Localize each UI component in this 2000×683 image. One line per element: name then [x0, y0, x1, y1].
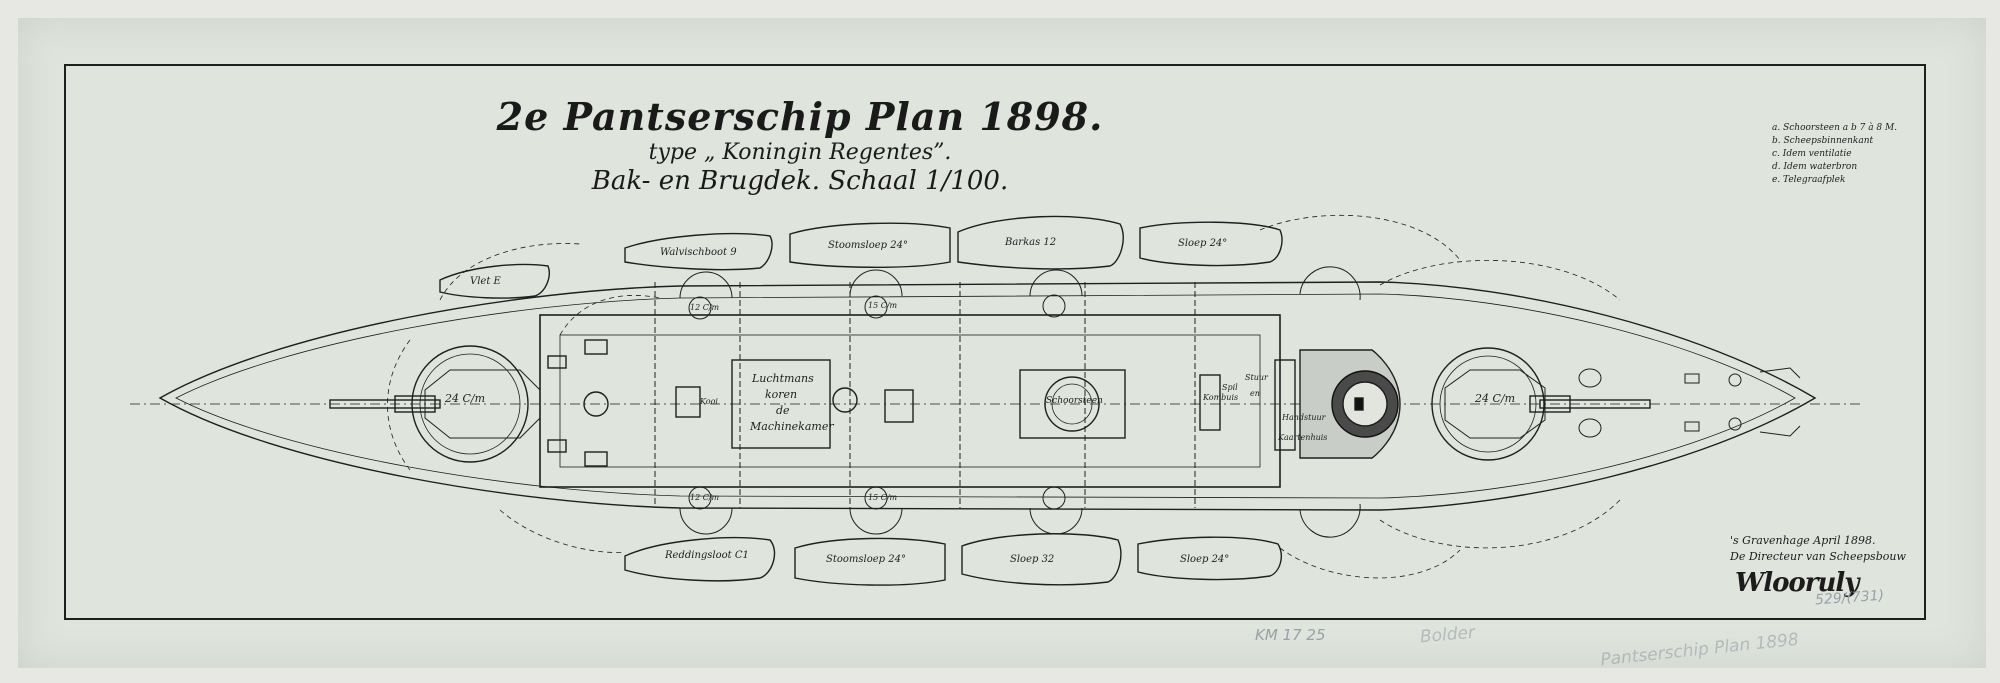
- label-turret-fwd: 24 C/m: [1474, 392, 1515, 405]
- fwd-turret-ring: [1431, 347, 1545, 461]
- hull-inner: [175, 293, 1796, 499]
- place-date: 's Gravenhage April 1898.: [1730, 534, 1876, 547]
- aft-turret-ring: [411, 345, 529, 463]
- label-boat-top-4: Sloep 24°: [1178, 238, 1227, 249]
- label-kaart: Kaartenhuis: [1277, 433, 1327, 442]
- funnel: [1044, 376, 1100, 432]
- label-boat-top-2: Stoomsloep 24°: [828, 240, 908, 251]
- label-boat-bottom-4: Sloep 24°: [1180, 554, 1229, 565]
- legend-item: e. Telegraafplek: [1772, 175, 1846, 185]
- label-boat-bottom-3: Sloep 32: [1010, 554, 1054, 565]
- label-boat-top-1: Walvischboot 9: [660, 247, 740, 258]
- boat-top-3: [957, 215, 1124, 270]
- label-lichtmans-2: koren: [765, 388, 797, 401]
- label-boat-vlet: Vlet E: [470, 276, 502, 287]
- deckhouse-inner: [559, 334, 1261, 468]
- label-kombuis: Kombuis: [1202, 393, 1238, 402]
- legend-item: c. Idem ventilatie: [1772, 149, 1852, 159]
- signature: Wlooruly: [1735, 568, 1859, 598]
- engine-room-hatch: [731, 359, 831, 449]
- label-stuur-1: Stuur: [1245, 373, 1269, 382]
- label-schoorsteen: Schoorsteen: [1046, 396, 1103, 406]
- drawing-frame: [64, 64, 1926, 620]
- hull-outline: [158, 281, 1817, 511]
- label-boat-bottom-1: Reddingsloot C1: [664, 550, 749, 561]
- legend-item: d. Idem waterbron: [1772, 162, 1858, 172]
- director-title: De Directeur van Scheepsbouw: [1730, 550, 1906, 563]
- paper-background: [18, 18, 1986, 668]
- label-boat-bottom-2: Stoomsloep 24°: [826, 554, 906, 565]
- title-main: 2e Pantserschip Plan 1898.: [496, 94, 1104, 139]
- boat-bottom-4: [1137, 536, 1282, 581]
- legend: a. Schoorsteen a b 7 à 8 M. b. Scheepsbi…: [1772, 122, 1912, 187]
- label-boat-top-3: Barkas 12: [1004, 237, 1056, 248]
- label-stuur-2: en: [1250, 389, 1260, 398]
- label-gun-2: 15 C/m: [868, 301, 898, 310]
- title-type: type „ Koningin Regentes”.: [648, 140, 952, 165]
- deckhouse: [539, 314, 1281, 488]
- boat-top-4: [1139, 221, 1283, 267]
- label-turret-aft: 24 C/m: [444, 392, 485, 405]
- label-gun-3: 12 C/m: [690, 493, 720, 502]
- boat-bottom-3: [961, 533, 1122, 586]
- label-stuur-3: Handstuur: [1281, 413, 1327, 422]
- label-lichtmans-3: de: [776, 404, 790, 417]
- label-lichtmans-4: Machinekamer: [749, 420, 834, 433]
- legend-item: a. Schoorsteen a b 7 à 8 M.: [1772, 123, 1898, 133]
- label-gun-4: 15 C/m: [868, 493, 898, 502]
- boat-bottom-2: [794, 537, 946, 586]
- boat-top-1: [624, 232, 773, 271]
- title-scale: Bak- en Brugdek. Schaal 1/100.: [591, 166, 1009, 196]
- label-gun-1: 12 C/m: [690, 303, 720, 312]
- boat-top-2: [789, 222, 951, 268]
- label-lichtmans-1: Luchtmans: [751, 372, 814, 385]
- boat-vlet: [439, 263, 550, 299]
- pencil-archive-number: KM 17 25: [1255, 626, 1326, 644]
- label-spil: Spil: [1222, 383, 1238, 392]
- legend-item: b. Scheepsbinnenkant: [1772, 136, 1874, 146]
- boat-bottom-1: [624, 537, 776, 582]
- label-kooi: Kooi: [699, 397, 718, 406]
